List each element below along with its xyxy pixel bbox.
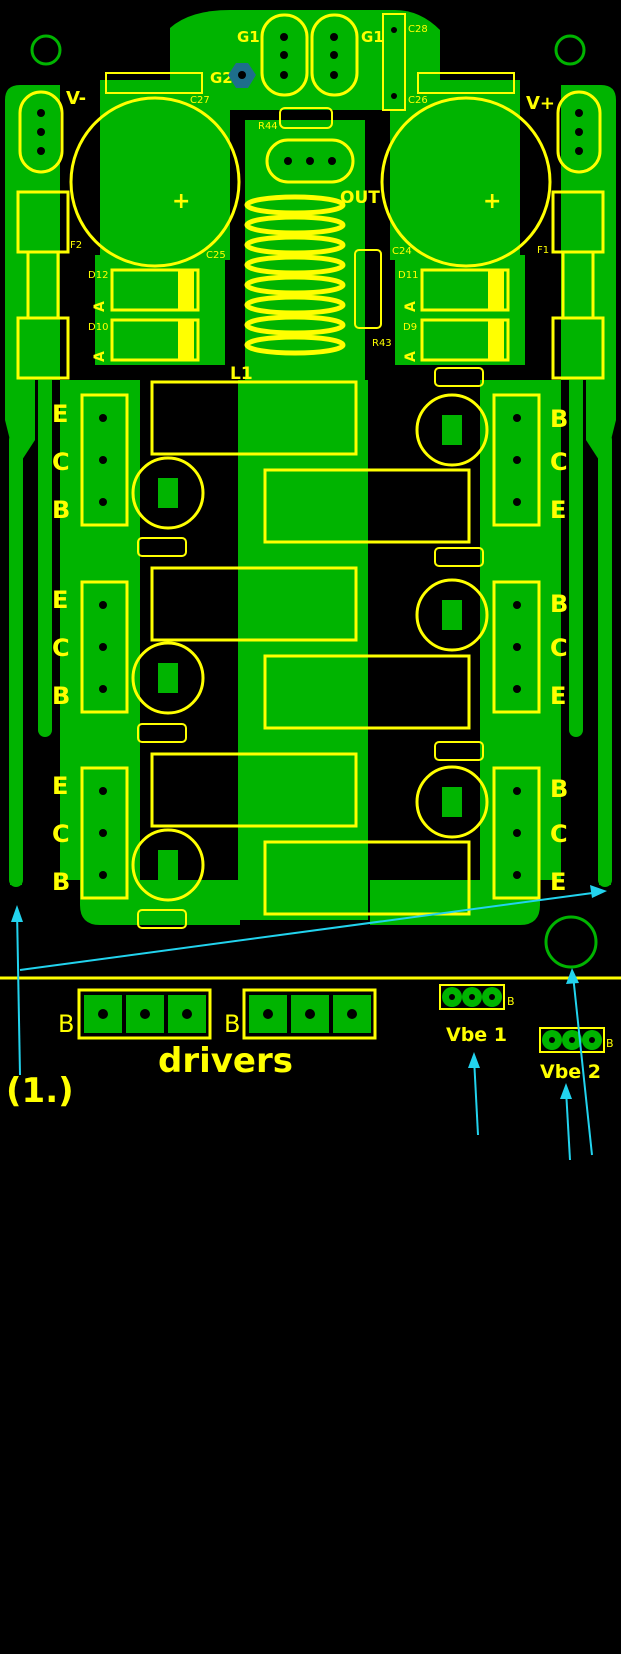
- right-pin-c-3: C: [550, 820, 568, 848]
- transistors-right: [492, 393, 541, 900]
- out-connector: [265, 138, 355, 184]
- small-capacitors: [131, 393, 489, 902]
- r43-label: R43: [372, 338, 392, 349]
- right-pin-e-2: E: [550, 682, 566, 710]
- r43-outline: [354, 249, 382, 329]
- right-pin-e-1: E: [550, 496, 566, 524]
- vbe1-label: Vbe 1: [446, 1024, 507, 1046]
- d12-label: D12: [88, 270, 108, 281]
- d10-label: D10: [88, 322, 108, 333]
- g1-right-label: G1: [361, 28, 384, 46]
- c27-outline: [105, 72, 203, 94]
- diodes: [110, 268, 510, 362]
- g1-left-label: G1: [237, 28, 260, 46]
- driver-transistor-right: [242, 988, 377, 1040]
- c28-label: C28: [408, 24, 428, 35]
- r44-label: R44: [258, 121, 278, 132]
- left-pin-b-1: B: [52, 496, 70, 524]
- d9-anode-label: A: [403, 351, 419, 362]
- v-plus-label: V+: [526, 93, 555, 114]
- driver-transistor-left: [77, 988, 212, 1040]
- big-capacitor-left: [69, 96, 241, 268]
- big-capacitor-right: [380, 96, 552, 268]
- c24-label: C24: [392, 246, 412, 257]
- l1-coil: [244, 194, 346, 356]
- l1-label: L1: [230, 364, 253, 384]
- drivers-label: drivers: [158, 1041, 293, 1081]
- v-minus-connector: [18, 90, 64, 174]
- small-resistors: [137, 367, 484, 929]
- c26-label: C26: [408, 95, 428, 106]
- mounting-hole-top-right: [554, 34, 586, 66]
- v-minus-label: V-: [66, 88, 86, 109]
- c28-outline: [382, 13, 406, 111]
- vbe1-pin-b: B: [507, 995, 515, 1008]
- r44-outline: [279, 107, 333, 129]
- d10-anode-label: A: [92, 351, 108, 362]
- f1-fuse-bottom: [551, 316, 605, 380]
- f2-fuse-bottom: [16, 316, 70, 380]
- right-pin-b-3: B: [550, 775, 568, 803]
- driver-left-pin-b: B: [58, 1010, 74, 1038]
- annotation-arrows: [11, 885, 607, 1161]
- left-pin-b-2: B: [52, 682, 70, 710]
- c26-outline: [417, 72, 515, 94]
- left-pin-e-1: E: [52, 400, 68, 428]
- d11-anode-label: A: [403, 301, 419, 312]
- right-pin-c-1: C: [550, 448, 568, 476]
- out-label: OUT: [340, 188, 380, 208]
- cap-left-plus: +: [172, 189, 190, 214]
- d9-label: D9: [403, 322, 417, 333]
- vbe2-pin-b: B: [606, 1037, 614, 1050]
- f2-label: F2: [70, 240, 82, 251]
- right-pin-b-2: B: [550, 590, 568, 618]
- left-pin-e-3: E: [52, 772, 68, 800]
- emitter-resistors: [150, 380, 471, 916]
- g2-label: G2: [210, 69, 233, 87]
- left-pin-b-3: B: [52, 868, 70, 896]
- driver-right-pin-b: B: [224, 1010, 240, 1038]
- left-pin-e-2: E: [52, 586, 68, 614]
- vbe2-label: Vbe 2: [540, 1061, 601, 1083]
- c27-label: C27: [190, 95, 210, 106]
- mounting-hole-bottom-right: [544, 915, 598, 969]
- vbe2-connector: [539, 1027, 605, 1053]
- c25-label: C25: [206, 250, 226, 261]
- d12-anode-label: A: [92, 301, 108, 312]
- right-pin-e-3: E: [550, 868, 566, 896]
- right-pin-c-2: C: [550, 634, 568, 662]
- d11-label: D11: [398, 270, 418, 281]
- f1-label: F1: [537, 245, 549, 256]
- cap-right-plus: +: [483, 189, 501, 214]
- right-pin-b-1: B: [550, 405, 568, 433]
- left-pin-c-2: C: [52, 634, 70, 662]
- f1-fuse-top: [551, 190, 605, 254]
- transistors-left: [80, 393, 129, 900]
- g1-connectors: [260, 13, 359, 97]
- copper-traces: [9, 193, 612, 887]
- left-pin-c-1: C: [52, 448, 70, 476]
- annotation-label: (1.): [6, 1071, 74, 1111]
- mounting-hole-top-left: [30, 34, 62, 66]
- v-plus-connector: [556, 90, 602, 174]
- left-pin-c-3: C: [52, 820, 70, 848]
- f2-fuse-top: [16, 190, 70, 254]
- vbe1-connector: [439, 984, 505, 1010]
